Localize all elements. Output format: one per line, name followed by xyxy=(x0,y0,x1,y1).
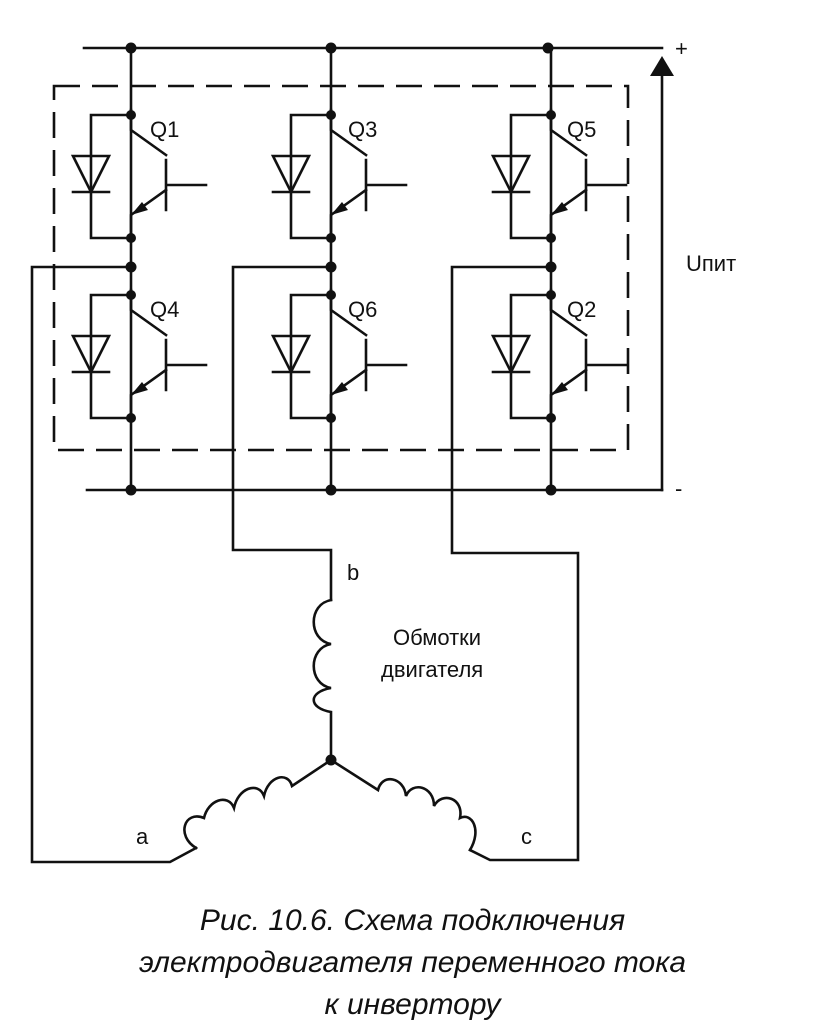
junction-dot xyxy=(542,42,554,54)
caption-line2: электродвигателя переменного тока xyxy=(138,946,687,979)
minus-label: - xyxy=(675,476,682,501)
transistor-q2 xyxy=(491,288,628,425)
phase-b-wire xyxy=(231,265,333,602)
figure-caption: Рис. 10.6. Схема подключения электродвиг… xyxy=(0,900,825,1026)
supply-arrow-head xyxy=(650,56,674,76)
q3-label: Q3 xyxy=(348,117,377,142)
transistor-q4 xyxy=(71,288,208,425)
phase-a-wire xyxy=(30,265,198,864)
transistor-q5 xyxy=(491,108,628,245)
phase-a-label: a xyxy=(136,824,149,849)
junction-dot xyxy=(545,484,557,496)
transistor-q1 xyxy=(71,108,208,245)
winding-b-coil xyxy=(312,598,333,762)
phase-c-label: c xyxy=(521,824,532,849)
caption-line1: Рис. 10.6. Схема подключения xyxy=(199,904,626,937)
q4-label: Q4 xyxy=(150,297,179,322)
junction-dot xyxy=(325,484,337,496)
junction-dot xyxy=(125,484,137,496)
q2-label: Q2 xyxy=(567,297,596,322)
windings-label-line1: Обмотки xyxy=(393,625,481,650)
plus-label: + xyxy=(675,36,688,61)
q1-label: Q1 xyxy=(150,117,179,142)
star-point xyxy=(325,754,337,766)
phase-b-label: b xyxy=(347,560,359,585)
windings-label-line2: двигателя xyxy=(381,657,483,682)
supply-voltage-label: Uпит xyxy=(686,251,736,276)
junction-dot xyxy=(125,42,137,54)
caption-line3: к инвертору xyxy=(324,988,501,1021)
winding-a-coil xyxy=(183,758,333,850)
transistor-q6 xyxy=(271,288,408,425)
q5-label: Q5 xyxy=(567,117,596,142)
transistor-q3 xyxy=(271,108,408,245)
junction-dot xyxy=(325,42,337,54)
winding-c-coil xyxy=(329,758,477,852)
q6-label: Q6 xyxy=(348,297,377,322)
phase-c-wire xyxy=(450,265,580,862)
